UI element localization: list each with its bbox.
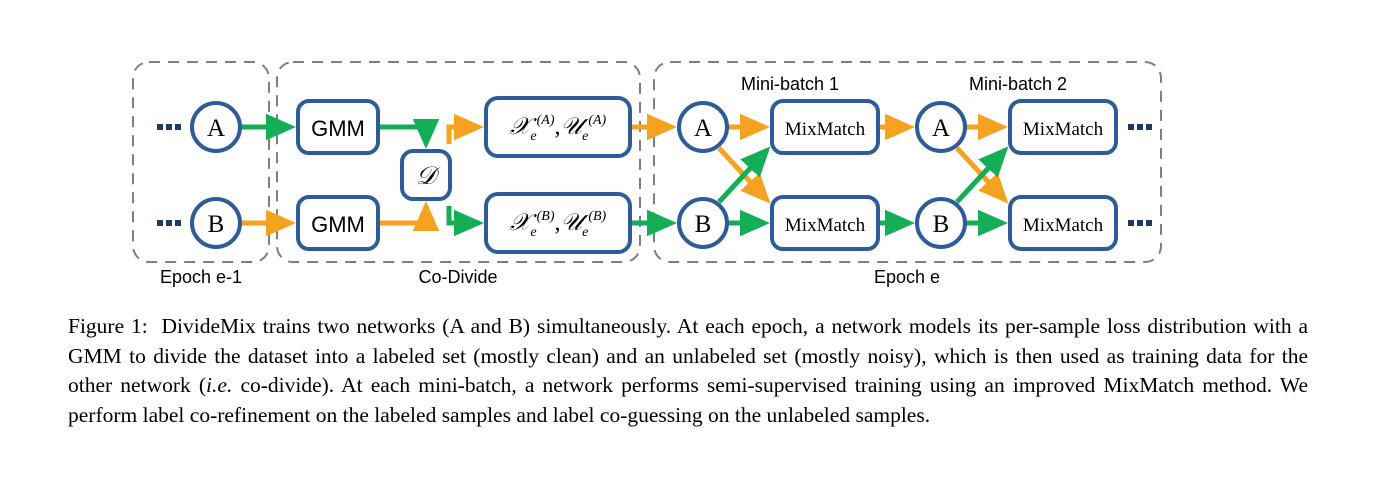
node-gmm-b[interactable]: GMM (296, 195, 380, 251)
node-label-gmm-a: GMM (311, 116, 365, 141)
group-label-epoch-e: Epoch e (874, 267, 940, 287)
node-label-a-mb1: A (694, 115, 712, 142)
arrow-b-mb2-cross-to-mixmatch-a2 (955, 146, 1009, 204)
set-a-sub-u: e (582, 129, 588, 144)
set-b-sup-u: (B) (588, 209, 606, 224)
node-label-b-mb2: B (933, 211, 950, 238)
node-circle-a-mb2[interactable]: A (915, 101, 967, 153)
node-circle-a-mb1[interactable]: A (677, 101, 729, 153)
arrow-divide-to-set-b (446, 206, 484, 237)
node-circle-b-mb2[interactable]: B (915, 197, 967, 249)
ellipsis-right-top (1128, 124, 1152, 130)
set-a-sub-x: e (530, 129, 536, 144)
node-label-a-mb2: A (932, 115, 950, 142)
figure-diagram: Epoch e-1 Co-Divide Epoch e Mini-batch 1… (132, 61, 1162, 287)
group-co-divide: Co-Divide (276, 61, 641, 287)
node-gmm-a[interactable]: GMM (296, 99, 380, 155)
caption-prefix: Figure 1: (68, 314, 148, 338)
arrow-divide-to-set-a (446, 113, 484, 144)
node-label-a-prev: A (207, 115, 225, 142)
node-label-b-mb1: B (695, 211, 712, 238)
group-epoch-e: Epoch e (653, 61, 1162, 287)
node-label-mixmatch-a2: MixMatch (1023, 119, 1104, 140)
arrow-gmm-b-to-divide (378, 201, 440, 231)
arrow-gmm-a-to-divide (378, 119, 440, 149)
node-circle-a-prev[interactable]: A (190, 101, 242, 153)
figure-caption: Figure 1: DivideMix trains two networks … (68, 312, 1308, 430)
caption-body-1: DivideMix trains two networks (A and B) … (68, 314, 1309, 397)
ellipsis-right-bottom (1128, 220, 1152, 226)
set-a-sup-x: (A) (537, 113, 555, 128)
ellipsis-left-bottom (157, 220, 181, 226)
subheading-mini-batch-1: Mini-batch 1 (741, 74, 839, 94)
set-b-sub-x: e (530, 225, 536, 240)
set-b-separator: , (555, 210, 561, 236)
set-a-separator: , (555, 114, 561, 140)
subheading-mini-batch-2: Mini-batch 2 (969, 74, 1067, 94)
node-label-mixmatch-b1: MixMatch (785, 215, 866, 236)
set-b-sup-x: (B) (537, 209, 555, 224)
node-label-gmm-b: GMM (311, 212, 365, 237)
node-label-mixmatch-b2: MixMatch (1023, 215, 1104, 236)
set-a-sup-u: (A) (588, 113, 606, 128)
node-labeled-unlabeled-set-b[interactable]: 𝒳e(B),𝒰e(B) (484, 192, 632, 254)
node-divide-d[interactable]: 𝒟 (400, 149, 452, 201)
group-epoch-prev: Epoch e-1 (132, 61, 270, 287)
node-label-mixmatch-a1: MixMatch (785, 119, 866, 140)
node-mixmatch-a2[interactable]: MixMatch (1008, 99, 1118, 155)
node-mixmatch-b2[interactable]: MixMatch (1008, 195, 1118, 251)
group-label-epoch-prev: Epoch e-1 (160, 267, 242, 287)
node-circle-b-mb1[interactable]: B (677, 197, 729, 249)
node-mixmatch-a1[interactable]: MixMatch (770, 99, 880, 155)
caption-body-2: co-divide). At each mini-batch, a networ… (68, 373, 1308, 427)
node-mixmatch-b1[interactable]: MixMatch (770, 195, 880, 251)
group-label-co-divide: Co-Divide (418, 267, 497, 287)
arrow-b-mb1-cross-to-mixmatch-a1 (717, 146, 771, 204)
node-label-b-prev: B (208, 211, 225, 238)
node-labeled-unlabeled-set-a[interactable]: 𝒳e(A),𝒰e(A) (484, 96, 632, 158)
set-b-sub-u: e (582, 225, 588, 240)
ellipsis-left-top (157, 124, 181, 130)
caption-italic-ie: i.e. (206, 373, 233, 397)
node-circle-b-prev[interactable]: B (190, 197, 242, 249)
